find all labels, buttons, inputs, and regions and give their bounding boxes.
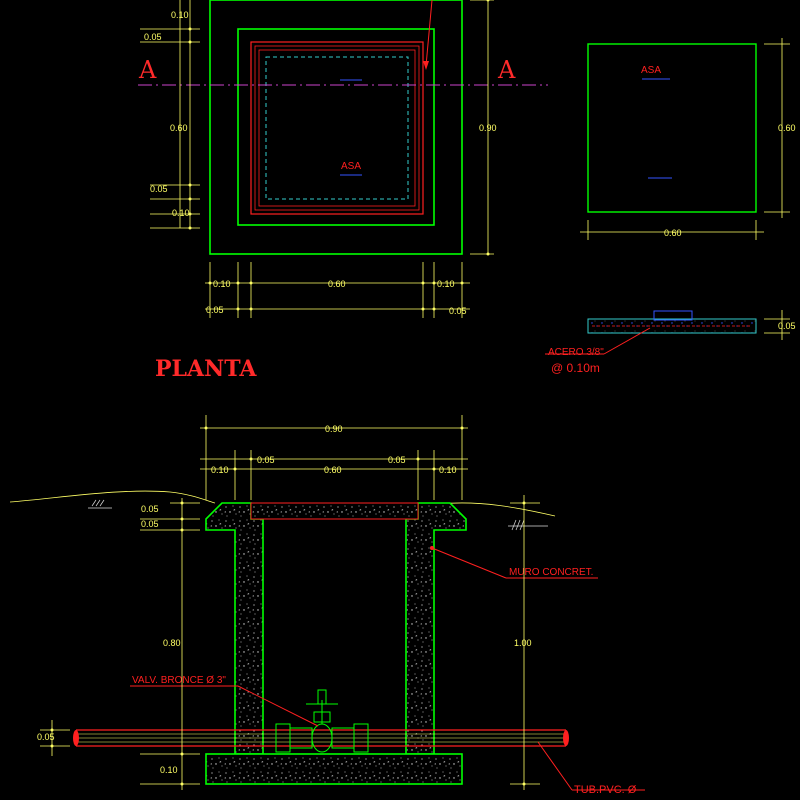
lid-dim-width: 0.60 [664,228,682,238]
plan-view: A A ASA PLANTA [138,0,548,382]
plan-frame-inner [258,49,416,207]
section-dim-top-060: 0.60 [324,465,342,475]
lid-dim-thickness: 0.05 [778,321,796,331]
section-marker-left: A [138,56,157,84]
plan-title: PLANTA [155,356,257,382]
rebar-label-line1: ACERO 3/8" [548,347,604,358]
terrain-right [439,502,556,517]
plan-dim-bottom-005-right: 0.05 [449,306,467,316]
pvc-pipe [73,729,569,747]
wall-leader [431,547,507,579]
terrain-left [9,490,216,504]
plan-left-dims [140,0,494,318]
plan-dim-bottom-010-right: 0.10 [437,279,455,289]
plan-dim-left-010: 0.10 [172,208,190,218]
section-view: MURO CONCRET. VALV. BRONCE Ø 3" TUB.PVC.… [9,415,645,796]
rebar-label-line2: @ 0.10m [551,361,600,375]
rebar-leader [603,327,651,355]
section-dims [40,415,540,790]
section-dim-left-080: 0.80 [163,638,181,648]
wall-label: MURO CONCRET. [509,567,593,578]
plan-dim-bottom-060: 0.60 [328,279,346,289]
section-dim-top-010-right: 0.10 [439,465,457,475]
plan-handle-label: ASA [341,161,361,172]
plan-dim-left-060: 0.60 [170,123,188,133]
plan-dim-top-005: 0.05 [144,32,162,42]
plan-dim-right-090: 0.90 [479,123,497,133]
valve-leader [237,685,319,727]
lid-dims [580,38,790,340]
plan-frame-mid [254,45,420,211]
wall-left [205,502,264,755]
lid-plan [587,43,757,213]
section-dim-top-005-right: 0.05 [388,455,406,465]
plan-dim-bottom-010-left: 0.10 [213,279,231,289]
section-dim-left-005-b: 0.05 [141,519,159,529]
section-dim-top-090: 0.90 [325,424,343,434]
section-dim-left-005-a: 0.05 [141,504,159,514]
section-marker-right: A [497,56,516,84]
plan-outer-wall [209,0,463,255]
base-slab [205,753,463,785]
pipe-label: TUB.PVC. Ø [574,784,637,796]
pipe-leader [537,741,573,791]
wall-right [405,502,467,755]
lid-dim-height: 0.60 [778,123,796,133]
valve-label: VALV. BRONCE Ø 3" [132,675,226,686]
plan-lid-outline [265,56,409,200]
lid-handle-label: ASA [641,65,661,76]
plan-inner-wall [237,28,435,226]
plan-leader-line [425,0,433,67]
section-dim-right-100: 1.00 [514,638,532,648]
plan-frame-outer [250,41,424,215]
lid-detail: ASA 0.60 0.60 0.05 ACERO 3/8" @ 0.10m [545,38,796,375]
bronze-valve [275,689,369,753]
section-dim-top-005-left: 0.05 [257,455,275,465]
section-dim-top-010-left: 0.10 [211,465,229,475]
plan-dim-bottom-005-left: 0.05 [206,305,224,315]
section-dim-pipe: 0.05 [37,732,55,742]
section-lid [250,502,419,520]
plan-dim-top-010: 0.10 [171,10,189,20]
section-dim-left-010: 0.10 [160,765,178,775]
plan-dim-left-005: 0.05 [150,184,168,194]
